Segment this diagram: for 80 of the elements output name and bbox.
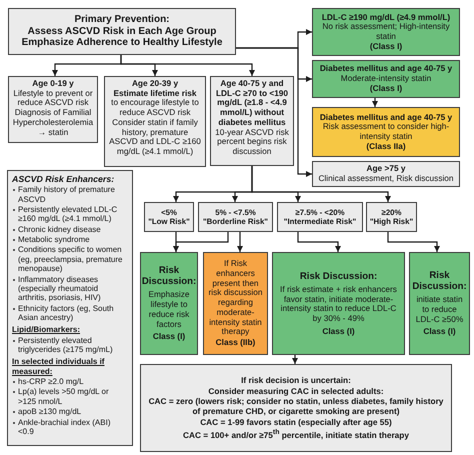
class-label: Class (I) [152, 332, 186, 342]
list-item: Family history of premature ASCVD [18, 185, 116, 204]
list-item: Ankle-brachial index (ABI) <0.9 [18, 418, 112, 436]
body-text: Diagnosis of Familial Hypercholesterolemia → statin [12, 108, 94, 138]
box-heading: CAC = 100+ and/or ≥75$^{th}$ percentile, initiate statin therapy [183, 428, 409, 440]
recommendation-box [312, 8, 460, 56]
recommendation-box [203, 252, 268, 355]
list-item: Persistently elevated LDL-C ≥160 mg/dL (≥4.1 mmol/L) [18, 205, 118, 224]
heading-text: Emphasize Adherence to Healthy Lifestyle [22, 37, 222, 50]
list-item: Inflammatory diseases (especially rheumatoid arthritis, psoriasis, HIV) [18, 274, 102, 303]
heading-text: Assess ASCVD Risk in Each Age Group [28, 26, 216, 38]
box-heading: Consider measuring CAC in selected adults: [208, 386, 384, 396]
risk-category-box [277, 202, 363, 232]
box-heading: CAC = zero (lowers risk; consider no statin, unless diabetes, family history of premature CHD, or cigarette smoking are present) [148, 397, 444, 417]
box-heading: Diabetes mellitus and age 40-75 y [320, 64, 452, 74]
arrow [237, 232, 243, 252]
prevention-box [8, 8, 236, 55]
body-text: initiate statin to reduce LDL-C ≥50% [414, 295, 464, 324]
list-item: Conditions specific to women (eg, preeclampsia, premature menopause) [18, 245, 124, 274]
list-item: hs-CRP ≥2.0 mg/L [18, 377, 85, 386]
body-text: No risk assessment; High-intensity statin [321, 22, 451, 42]
cac-note-box [140, 364, 452, 452]
panel-heading: ASCVD Risk Enhancers: [12, 174, 116, 184]
body-text: If risk estimate + risk enhancers favor statin, initiate moderate-intensity statin to reduce LDL-C by 30% - 49% [279, 284, 398, 324]
box-heading: Risk Discussion: [142, 265, 196, 288]
recommendation-box [409, 252, 470, 355]
risk-category-box [198, 202, 273, 232]
arrow [173, 232, 229, 252]
body-text: Risk assessment to consider high-intensity statin [322, 122, 450, 142]
box-heading: If risk decision is uncertain: [241, 376, 351, 386]
body-text: Lifestyle to prevent or reduce ASCVD risk [12, 88, 94, 108]
risk-category-box [366, 202, 417, 232]
recommendation-box [272, 252, 405, 355]
box-heading: CAC = 1-99 favors statin (especially after age 55) [200, 418, 392, 428]
box-heading: Estimate lifetime risk [113, 88, 196, 98]
list-item: Ethnicity factors (eg, South Asian ancestry) [18, 304, 115, 322]
recommendation-box [312, 107, 460, 157]
recommendation-box [140, 252, 198, 355]
list-item: Metabolic syndrome [18, 235, 91, 244]
body-text: to encourage lifestyle to reduce ASCVD risk [110, 98, 200, 118]
box-heading: Diabetes mellitus and age 40-75 y [320, 112, 452, 122]
age-group-box [210, 76, 294, 166]
box-heading: Risk Discussion: [412, 270, 467, 292]
recommendation-box [312, 60, 460, 98]
box-heading: Age 40-75 y and LDL-C ≥70 to <190 mg/dL (≥1.8 - <4.9 mmol/L) without diabetes mellitus [214, 79, 290, 128]
list-item: Persistently elevated triglycerides (≥175 mg/mL) [18, 336, 114, 354]
age-group-box [104, 76, 206, 167]
arrow [292, 355, 298, 364]
class-label: (Class I) [370, 42, 402, 52]
class-label: Class (I) [322, 326, 355, 336]
section-heading: In selected individuals if measured: [12, 357, 106, 376]
recommendation-box [312, 161, 460, 187]
class-label: Class (I) [423, 327, 456, 338]
age-group-box [8, 76, 98, 143]
arrow [251, 166, 391, 202]
risk-enhancers-panel [7, 170, 133, 446]
list-item: apoB ≥130 mg/dL [18, 407, 82, 417]
box-heading: Risk Discussion: [300, 270, 378, 282]
arrow [387, 232, 440, 252]
arrow [297, 232, 341, 252]
body-text: 10-year ASCVD risk percent begins risk discussion [214, 128, 290, 157]
box-heading: LDL-C ≥190 mg/dL (≥4.9 mmol/L) [322, 12, 450, 22]
heading-text: Primary Prevention: [74, 14, 170, 26]
body-text: Moderate-intensity statin [340, 74, 432, 84]
body-text: Emphasize lifestyle to reduce risk factors [147, 290, 191, 330]
box-heading: Age 0-19 y [32, 79, 74, 89]
class-label: (Class I) [370, 84, 402, 94]
class-label: Class (IIb) [216, 338, 256, 348]
box-heading: Age 20-39 y [132, 79, 178, 89]
box-heading: Age >75 y [366, 164, 406, 174]
body-text: If Risk enhancers present then risk discussion regarding moderate-intensity statin therapy [208, 259, 264, 337]
arrow [120, 55, 255, 76]
class-label: (Class IIa) [366, 142, 406, 152]
body-text: Consider statin if family history, premature ASCVD and LDL-C ≥160 mg/dL (≥4.1 mmol/L) [108, 118, 202, 157]
body-text: Clinical assessment, Risk discussion [318, 174, 454, 184]
section-heading: Lipid/Biomarkers: [12, 325, 82, 335]
arrow [372, 98, 378, 107]
arrow [236, 47, 312, 177]
list-item: Chronic kidney disease [18, 224, 102, 234]
risk-category-box [144, 202, 194, 232]
